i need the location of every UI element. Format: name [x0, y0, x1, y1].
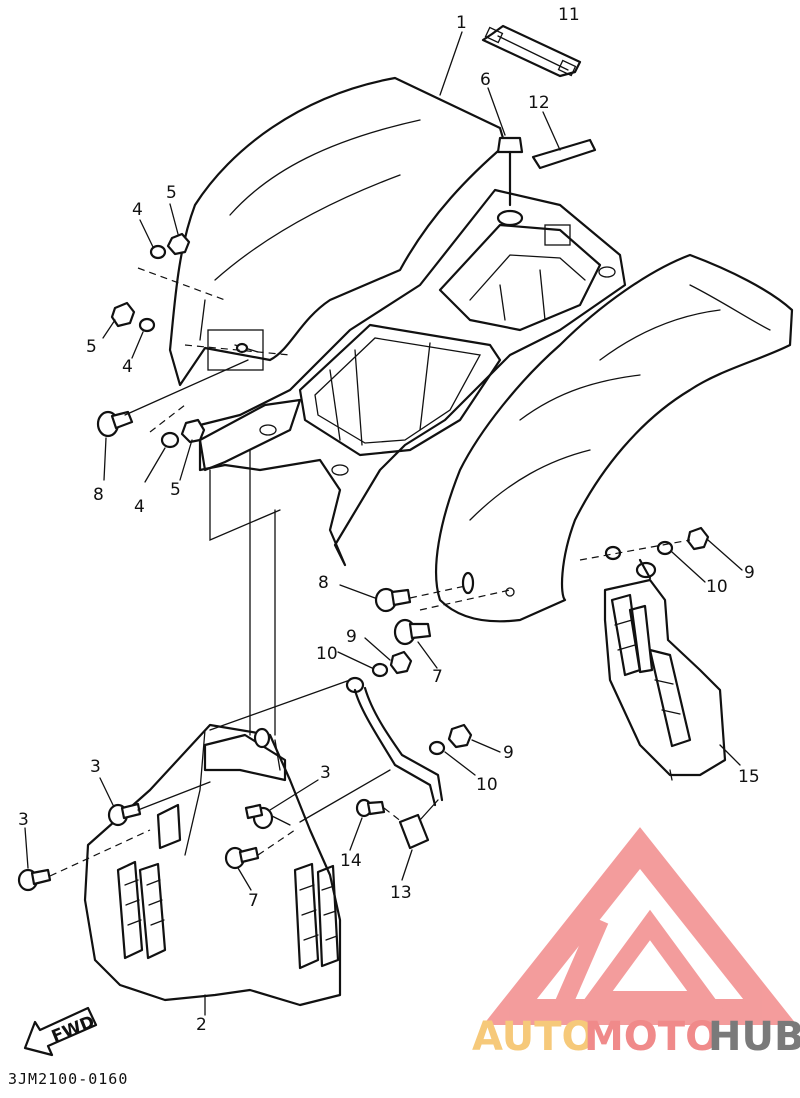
callout-3b: 3 — [320, 763, 331, 783]
leader-lines — [24, 31, 743, 1016]
callout-5a: 5 — [166, 183, 177, 203]
fwd-arrow-icon: FWD — [23, 1006, 98, 1057]
left-fasteners — [96, 232, 264, 449]
callout-3a: 3 — [90, 757, 101, 777]
callout-3c: 3 — [18, 810, 29, 830]
right-fasteners — [371, 526, 710, 678]
callout-5b: 5 — [86, 337, 97, 357]
callout-2: 2 — [196, 1015, 207, 1035]
bolt-6 — [496, 136, 524, 207]
watermark-part2: MOTO — [584, 1014, 719, 1060]
watermark-text: AUTO MOTO HUB — [472, 1014, 800, 1060]
label-plate — [531, 138, 597, 170]
callout-1: 1 — [456, 13, 467, 33]
callout-7a: 7 — [432, 667, 443, 687]
callout-8a: 8 — [93, 485, 104, 505]
callout-10b: 10 — [316, 644, 338, 664]
rear-fender — [168, 76, 794, 623]
callout-4a: 4 — [132, 200, 143, 220]
callout-10a: 10 — [706, 577, 728, 597]
watermark-part3: HUB — [708, 1014, 800, 1060]
callout-9b: 9 — [346, 627, 357, 647]
callout-7b: 7 — [248, 891, 259, 911]
callout-10c: 10 — [476, 775, 498, 795]
callout-11: 11 — [558, 5, 580, 25]
diagram-code: 3JM2100-0160 — [8, 1070, 129, 1088]
callout-6: 6 — [480, 70, 491, 90]
guide-lines — [184, 344, 291, 736]
lower-screws — [17, 781, 296, 892]
callout-4c: 4 — [134, 497, 145, 517]
strap — [481, 24, 582, 78]
callout-14: 14 — [340, 851, 362, 871]
watermark-part1: AUTO — [472, 1014, 596, 1060]
callouts: 1 2 3 3 3 4 4 4 5 5 5 6 7 7 8 8 9 9 9 10… — [18, 5, 760, 1035]
callout-13: 13 — [390, 883, 412, 903]
callout-5c: 5 — [170, 480, 181, 500]
side-flap — [603, 558, 727, 781]
callout-15: 15 — [738, 767, 760, 787]
callout-9a: 9 — [744, 563, 755, 583]
callout-8b: 8 — [318, 573, 329, 593]
callout-12: 12 — [528, 93, 550, 113]
lower-flap — [83, 723, 342, 1007]
stay-bracket — [209, 676, 473, 850]
callout-9c: 9 — [503, 743, 514, 763]
callout-4b: 4 — [122, 357, 133, 377]
watermark-logo-icon — [483, 827, 797, 1025]
